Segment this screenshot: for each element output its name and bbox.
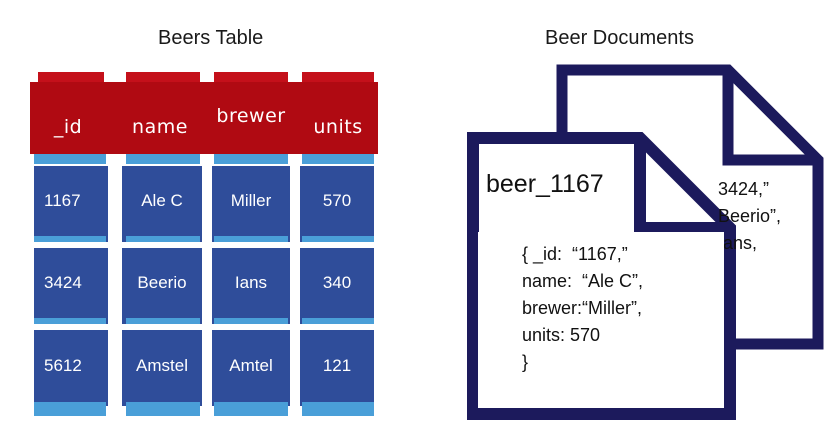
row-separator — [34, 318, 106, 329]
beer-documents: 3424,” Beerio”, Ians, beer_1167 { _id: “11… — [466, 64, 836, 424]
header-foot — [34, 154, 106, 164]
back-line: Ians, — [718, 233, 758, 253]
row-separator — [302, 318, 374, 329]
row-separator — [214, 318, 288, 329]
cell-brewer: Ians — [234, 273, 268, 292]
back-document-fold — [722, 70, 818, 166]
cell-name: Ale C — [141, 191, 183, 210]
row-separator — [302, 402, 374, 416]
back-line: 3424,” — [718, 179, 770, 199]
document-line: { _id: “1167,” — [522, 244, 628, 264]
document-line: } — [522, 352, 529, 372]
cell-brewer: Amtel — [229, 356, 273, 375]
row-separator — [34, 236, 106, 247]
header-units: units — [313, 116, 363, 138]
column-gap — [30, 154, 34, 416]
header-id: _id — [53, 116, 83, 138]
row-separator — [126, 236, 200, 247]
header-cap — [38, 72, 104, 82]
row-gap — [30, 324, 378, 330]
front-document-mask — [478, 232, 724, 408]
front-document-fold — [634, 138, 730, 234]
document-line: name: “Ale C”, — [522, 271, 644, 291]
cell-name: Amstel — [136, 356, 188, 375]
table-title: Beers Table — [158, 27, 264, 49]
cell-brewer: Miller — [230, 191, 272, 210]
table-header-band — [30, 82, 378, 154]
row-separator — [214, 236, 288, 247]
cell-id: 1167 — [44, 191, 81, 210]
cell-units: 121 — [322, 356, 352, 375]
header-foot — [214, 154, 288, 164]
cell-units: 570 — [322, 191, 352, 210]
cell-name: Beerio — [137, 273, 187, 292]
document-line: brewer:“Miller”, — [522, 298, 643, 318]
row-gap — [30, 242, 378, 248]
header-name: name — [132, 116, 188, 138]
header-cap — [126, 72, 200, 82]
cell-units: 340 — [322, 273, 352, 292]
column-gap — [374, 154, 378, 416]
back-line: Beerio”, — [718, 206, 782, 226]
document-name: beer_1167 — [486, 170, 604, 198]
header-brewer: brewer — [216, 105, 286, 127]
cell-id: 5612 — [44, 356, 82, 375]
row-separator — [126, 318, 200, 329]
column-gap — [290, 154, 300, 416]
beers-table: _id name brewer units 1167 Ale C Miller … — [30, 72, 378, 420]
header-foot — [126, 154, 200, 164]
row-separator — [214, 402, 288, 416]
header-cap — [302, 72, 374, 82]
back-document-text: 3424,” Beerio”, Ians, — [718, 176, 781, 257]
document-line: units: 570 — [522, 325, 601, 345]
documents-title: Beer Documents — [545, 27, 694, 49]
column-gap — [108, 154, 122, 416]
row-separator — [34, 402, 106, 416]
row-separator — [126, 402, 200, 416]
cell-id: 3424 — [44, 273, 82, 292]
header-foot — [302, 154, 374, 164]
header-cap — [214, 72, 288, 82]
row-separator — [302, 236, 374, 247]
column-gap — [202, 154, 212, 416]
